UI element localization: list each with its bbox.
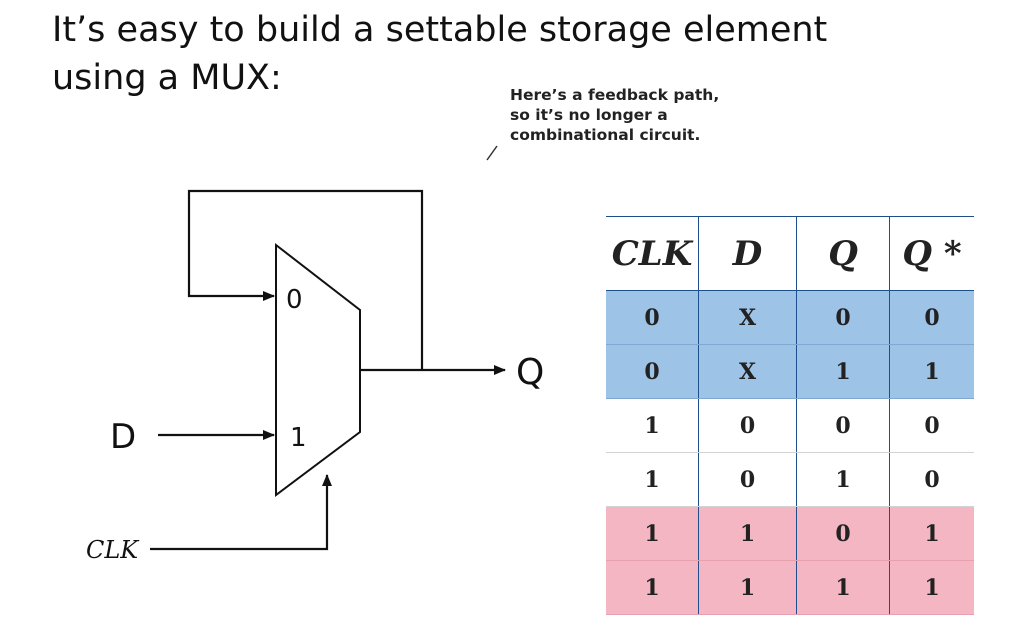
table-cell: 1 xyxy=(796,344,890,399)
table-cell: 1 xyxy=(698,560,797,615)
table-cell: 0 xyxy=(889,290,974,345)
table-cell: 1 xyxy=(606,560,699,615)
table-cell: 1 xyxy=(606,398,699,453)
table-cell: X xyxy=(698,344,797,399)
table-cell: 0 xyxy=(889,452,974,507)
table-cell: 0 xyxy=(606,290,699,345)
table-row: 1 0 0 0 xyxy=(606,398,974,453)
table-cell: 0 xyxy=(698,452,797,507)
note-line-1: Here’s a feedback path, xyxy=(510,86,720,104)
truth-table: CLK D Q Q * 0 X 0 0 0 X 1 1 1 0 0 0 1 0 … xyxy=(606,216,974,615)
table-cell: 0 xyxy=(796,398,890,453)
table-cell: 1 xyxy=(889,560,974,615)
table-cell: 1 xyxy=(606,506,699,561)
table-cell: 1 xyxy=(796,452,890,507)
table-cell: 0 xyxy=(889,398,974,453)
table-row: 1 1 0 1 xyxy=(606,506,974,561)
table-cell: 1 xyxy=(889,506,974,561)
table-cell: 0 xyxy=(698,398,797,453)
table-cell: 1 xyxy=(889,344,974,399)
table-cell: 0 xyxy=(796,506,890,561)
mux-input-0-label: 0 xyxy=(286,285,303,315)
header-clk: CLK xyxy=(606,216,699,291)
feedback-note: Here’s a feedback path, so it’s no longe… xyxy=(510,85,719,145)
header-q: Q xyxy=(796,216,890,291)
q-label: Q xyxy=(516,352,544,393)
table-row: 1 0 1 0 xyxy=(606,452,974,507)
note-line-2: so it’s no longer a xyxy=(510,106,668,124)
mux-diagram: 0 1 D Q CLK xyxy=(86,145,544,564)
table-row: 1 1 1 1 xyxy=(606,560,974,615)
mux-input-1-label: 1 xyxy=(290,423,307,453)
note-line-3: combinational circuit. xyxy=(510,126,701,144)
table-cell: 1 xyxy=(606,452,699,507)
note-pointer-line xyxy=(486,145,498,161)
truth-table-header: CLK D Q Q * xyxy=(606,216,974,291)
table-cell: X xyxy=(698,290,797,345)
clk-label: CLK xyxy=(86,536,140,564)
header-d: D xyxy=(698,216,797,291)
d-label: D xyxy=(110,417,136,457)
header-q-star: Q * xyxy=(889,216,974,291)
table-cell: 0 xyxy=(796,290,890,345)
clk-select-wire xyxy=(150,474,332,551)
table-cell: 1 xyxy=(796,560,890,615)
slide-title: It’s easy to build a settable storage el… xyxy=(52,6,827,102)
mux-body xyxy=(275,242,361,497)
table-cell: 1 xyxy=(698,506,797,561)
table-row: 0 X 0 0 xyxy=(606,290,974,345)
title-line-2: using a MUX: xyxy=(52,58,282,98)
table-cell: 0 xyxy=(606,344,699,399)
title-line-1: It’s easy to build a settable storage el… xyxy=(52,10,828,50)
feedback-wire xyxy=(187,189,424,370)
table-row: 0 X 1 1 xyxy=(606,344,974,399)
